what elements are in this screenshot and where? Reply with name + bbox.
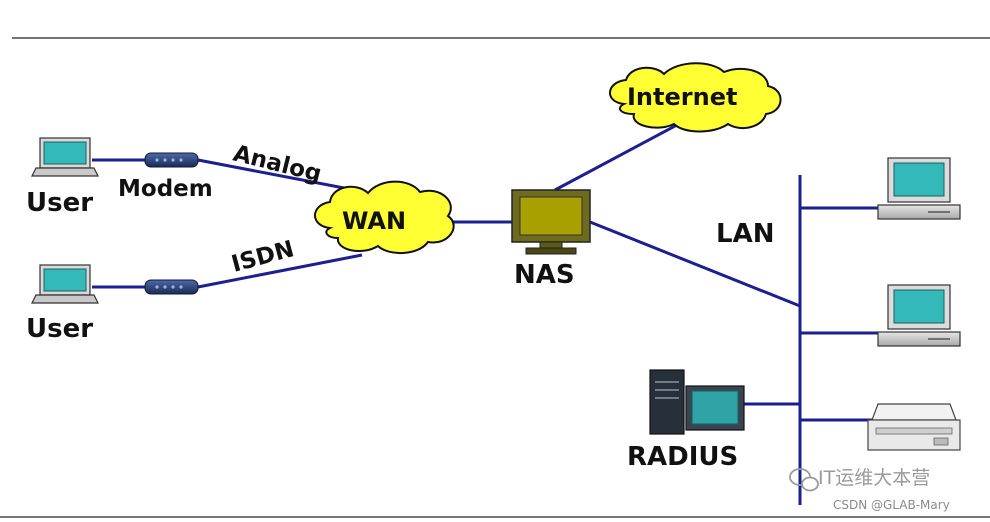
user-top-label: User bbox=[26, 188, 93, 218]
server-tower-icon bbox=[649, 369, 745, 435]
cloud-icon bbox=[609, 62, 782, 133]
wan-label: WAN bbox=[342, 207, 406, 235]
desktop-computer-icon bbox=[877, 157, 961, 220]
watermark-brand: IT运维大本营 bbox=[818, 467, 930, 489]
nas-monitor-icon bbox=[511, 189, 591, 255]
user-bottom-label: User bbox=[26, 314, 93, 344]
printer-icon bbox=[867, 403, 961, 451]
modem-label: Modem bbox=[118, 176, 213, 202]
lan-label: LAN bbox=[716, 219, 774, 249]
laptop-icon bbox=[31, 137, 99, 177]
internet-label: Internet bbox=[627, 83, 737, 111]
analog-label: Analog bbox=[231, 141, 324, 188]
watermark-credit: CSDN @GLAB-Mary bbox=[833, 498, 950, 512]
link-modem-bottom-wan bbox=[197, 253, 363, 289]
link-nas-internet bbox=[554, 116, 691, 192]
isdn-label: ISDN bbox=[229, 236, 297, 278]
nas-label: NAS bbox=[514, 260, 575, 290]
radius-label: RADIUS bbox=[627, 442, 738, 472]
links bbox=[92, 116, 878, 505]
cloud-icon bbox=[314, 180, 455, 254]
modem-icon bbox=[144, 279, 199, 295]
link-nas-lan bbox=[589, 220, 801, 308]
wechat-icon bbox=[789, 468, 819, 492]
modem-icon bbox=[144, 152, 199, 168]
laptop-icon bbox=[31, 264, 99, 304]
desktop-computer-icon bbox=[877, 284, 961, 347]
link-modem-top-wan bbox=[197, 158, 366, 194]
